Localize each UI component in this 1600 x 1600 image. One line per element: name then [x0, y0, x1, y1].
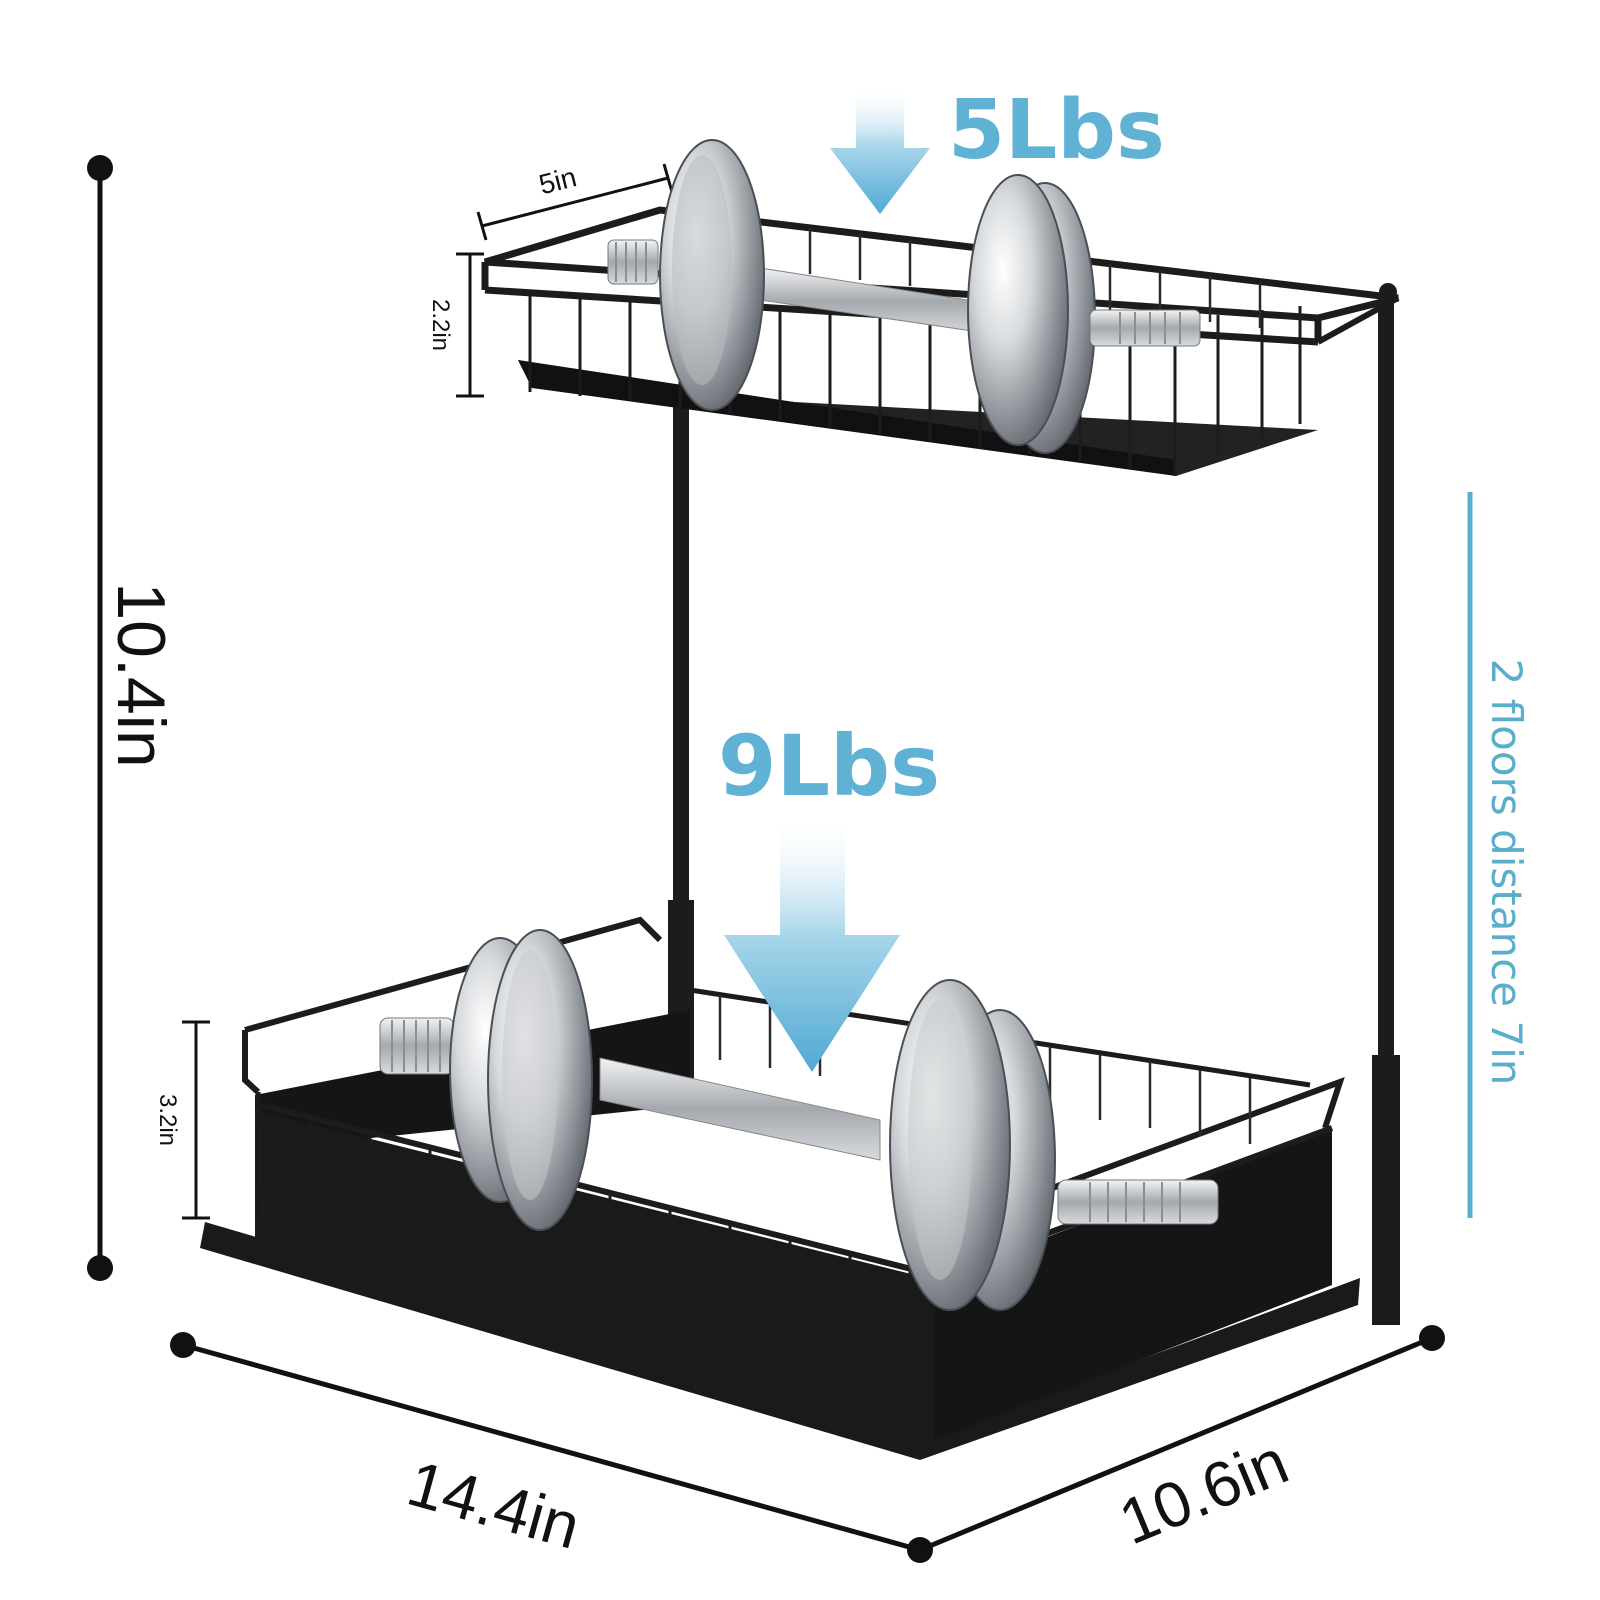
- dimension-dot-icon: [87, 1255, 113, 1281]
- height-label: 10.4in: [103, 582, 179, 767]
- width-label: 10.6in: [1109, 1425, 1298, 1558]
- floor-distance-label: 2 floors distance 7in: [1482, 659, 1531, 1086]
- top-shelf-load-label: 5Lbs: [948, 83, 1165, 178]
- top-basket-depth-dimension: 5in: [476, 161, 674, 241]
- down-arrow-icon: [724, 820, 900, 1072]
- bottom-shelf-load-label: 9Lbs: [718, 717, 940, 815]
- bottom-basket-height-dimension: 3.2in: [154, 1020, 210, 1220]
- dimension-dot-icon: [87, 155, 113, 181]
- top-basket-depth-label: 5in: [536, 161, 580, 200]
- bottom-basket-height-label: 3.2in: [154, 1094, 181, 1146]
- top-basket-height-dimension: 2.2in: [427, 252, 484, 398]
- height-dimension: 10.4in: [87, 155, 179, 1281]
- top-basket-height-label: 2.2in: [427, 299, 454, 351]
- floor-distance-indicator: 2 floors distance 7in: [1467, 492, 1531, 1218]
- dumbbell-icon: [379, 929, 1219, 1311]
- down-arrow-icon: [830, 90, 930, 214]
- depth-label: 14.4in: [400, 1447, 587, 1563]
- dimension-dot-icon: [1419, 1325, 1445, 1351]
- dimension-dot-icon: [170, 1332, 196, 1358]
- dumbbell-icon: [607, 139, 1201, 454]
